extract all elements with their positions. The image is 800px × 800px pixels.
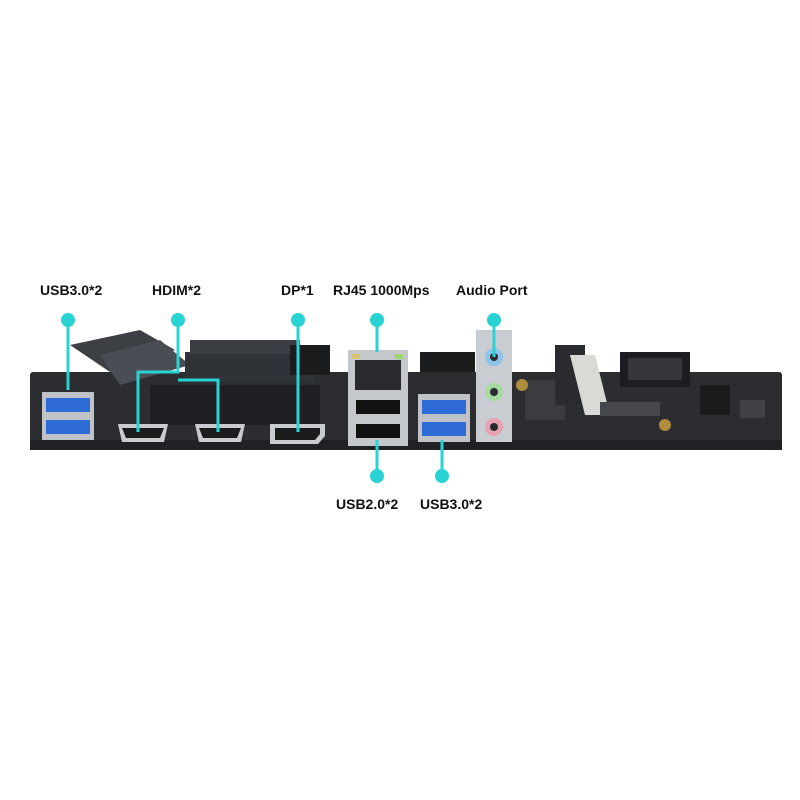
callout-dot-hdmi — [171, 313, 185, 327]
callout-dot-usb20 — [370, 469, 384, 483]
callout-dot-rj45 — [370, 313, 384, 327]
label-dp: DP*1 — [281, 282, 314, 298]
label-usb30-left: USB3.0*2 — [40, 282, 103, 298]
label-usb30-right: USB3.0*2 — [420, 496, 483, 512]
callout-dots — [61, 313, 501, 483]
rj45-usb20-stack — [348, 350, 408, 446]
label-rj45: RJ45 1000Mps — [333, 282, 430, 298]
label-hdmi: HDIM*2 — [152, 282, 202, 298]
usb30-left-ports — [42, 392, 94, 440]
usb30-right-ports — [418, 394, 470, 442]
label-audio: Audio Port — [456, 282, 528, 298]
hdmi-ports — [118, 424, 245, 442]
callout-dot-dp — [291, 313, 305, 327]
vrm-heatsink — [70, 330, 320, 425]
label-usb20: USB2.0*2 — [336, 496, 399, 512]
callout-hdmi-2 — [178, 378, 220, 432]
displayport — [270, 424, 325, 444]
board-components — [516, 345, 765, 431]
callout-dot-usb30-left — [61, 313, 75, 327]
callout-dot-audio — [487, 313, 501, 327]
callout-hdmi — [136, 320, 180, 432]
callout-dot-usb30-right — [435, 469, 449, 483]
